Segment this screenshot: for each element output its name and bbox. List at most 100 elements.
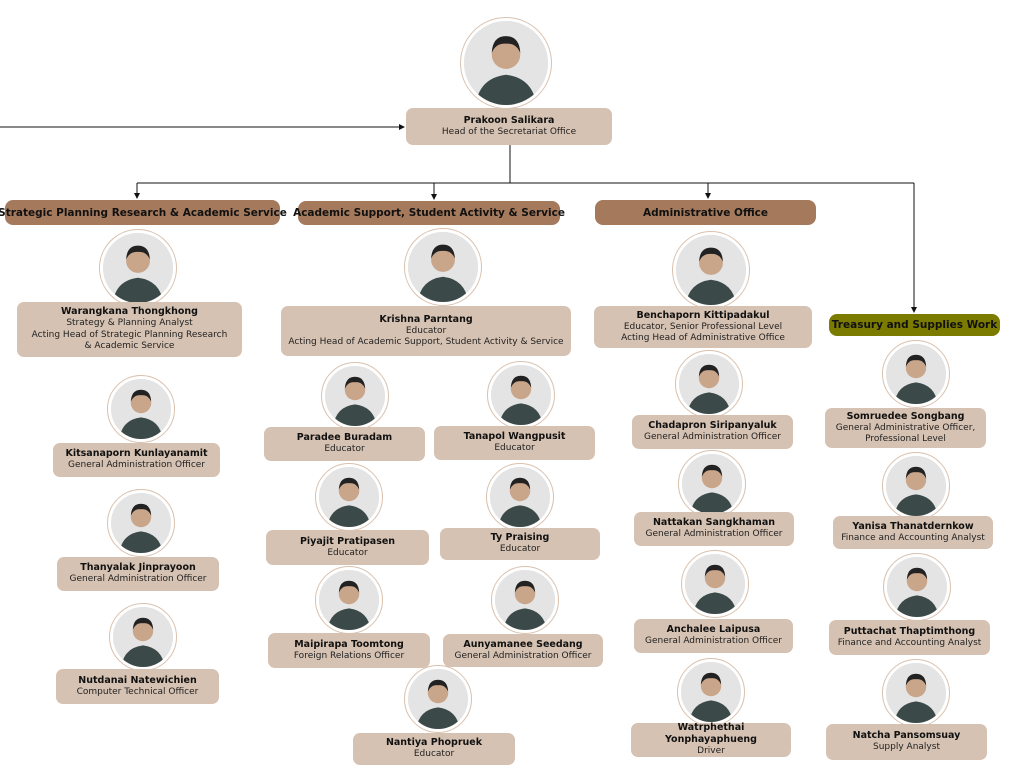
person-name: Ty Praising [490, 532, 550, 544]
person-role: General Administration Officer [67, 460, 206, 471]
person-role: General Administration Officer [643, 432, 782, 443]
avatar-image [408, 232, 478, 302]
person-name: Warangkana Thongkhong [61, 306, 198, 318]
person-name: Krishna Parntang [379, 313, 473, 325]
person-name: Piyajit Pratipasen [299, 535, 396, 547]
person-photo [315, 566, 383, 634]
person-photo [321, 362, 389, 430]
person-role: General Administration Officer [69, 574, 207, 585]
person-name: Prakoon Salikara [463, 114, 555, 126]
person-photo [99, 229, 177, 307]
unit-header[interactable]: Administrative Office [595, 200, 816, 225]
avatar-image [681, 662, 741, 722]
person-photo [404, 665, 472, 733]
avatar-image [886, 663, 946, 723]
person-name: Yanisa Thanatdernkow [852, 520, 974, 532]
person-role: General Administration Officer [645, 529, 783, 540]
person-name: Puttachat Thaptimthong [843, 625, 976, 637]
avatar-image [682, 454, 742, 514]
person-name: Paradee Buradam [296, 432, 393, 444]
person-photo [404, 228, 482, 306]
person-photo [107, 375, 175, 443]
person-photo [675, 350, 743, 418]
person-photo [681, 550, 749, 618]
avatar-image [103, 233, 173, 303]
person-role: Strategy & Planning Analyst [66, 318, 193, 329]
person-role: Head of the Secretariat Office [441, 126, 577, 137]
person-photo [460, 17, 552, 109]
person-role: Finance and Accounting Analyst [837, 637, 982, 648]
person-role: General Administration Officer [454, 650, 592, 661]
avatar-image [113, 607, 173, 667]
avatar-image [886, 344, 946, 404]
avatar-image [676, 235, 746, 305]
avatar-image [408, 669, 468, 729]
person-name: Maipirapa Toomtong [294, 638, 404, 650]
person-photo [882, 340, 950, 408]
person-role: Finance and Accounting Analyst [841, 532, 985, 543]
person-name: Kitsanaporn Kunlayanamit [65, 448, 208, 460]
unit-header[interactable]: Strategic Planning Research & Academic S… [0, 200, 287, 225]
person-role: Professional Level [865, 434, 946, 444]
person-role: Supply Analyst [873, 742, 940, 753]
person-role: Educator [324, 444, 365, 455]
person-role: General Administration Officer [644, 636, 783, 647]
person-photo [109, 603, 177, 671]
person-name: Natcha Pansomsuay [852, 730, 961, 742]
person-name: Somruedee Songbang [846, 410, 965, 422]
avatar-image [325, 366, 385, 426]
person-photo [107, 489, 175, 557]
person-role: Acting Head of Strategic Planning Resear… [31, 329, 228, 340]
person-photo [486, 463, 554, 531]
avatar-image [886, 456, 946, 516]
avatar-image [111, 379, 171, 439]
person-name: Nutdanai Natewichien [78, 674, 197, 686]
person-role: Educator [494, 443, 535, 454]
avatar-image [111, 493, 171, 553]
person-role: Acting Head of Administrative Office [621, 333, 785, 343]
person-role: Educator, Senior Professional Level [623, 321, 783, 332]
person-role: Educator [405, 325, 447, 336]
person-photo [672, 231, 750, 309]
person-name: Thanyalak Jinprayoon [80, 562, 196, 574]
avatar-image [319, 467, 379, 527]
person-name: Aunyamanee Seedang [463, 638, 583, 650]
avatar-image [491, 365, 551, 425]
person-role: General Administrative Officer, [835, 422, 976, 433]
avatar-image [464, 21, 548, 105]
person-role: Computer Technical Officer [76, 686, 199, 697]
person-name: Tanapol Wangpusit [463, 431, 566, 443]
person-name: Watrphethai Yonphayaphueng [665, 722, 757, 746]
person-role: Acting Head of Academic Support, Student… [288, 337, 564, 347]
avatar-image [685, 554, 745, 614]
avatar-image [679, 354, 739, 414]
unit-header[interactable]: Academic Support, Student Activity & Ser… [293, 201, 565, 225]
avatar-image [887, 557, 947, 617]
person-photo [487, 361, 555, 429]
unit-header[interactable]: Treasury and Supplies Work [829, 314, 1000, 336]
person-photo [677, 658, 745, 726]
